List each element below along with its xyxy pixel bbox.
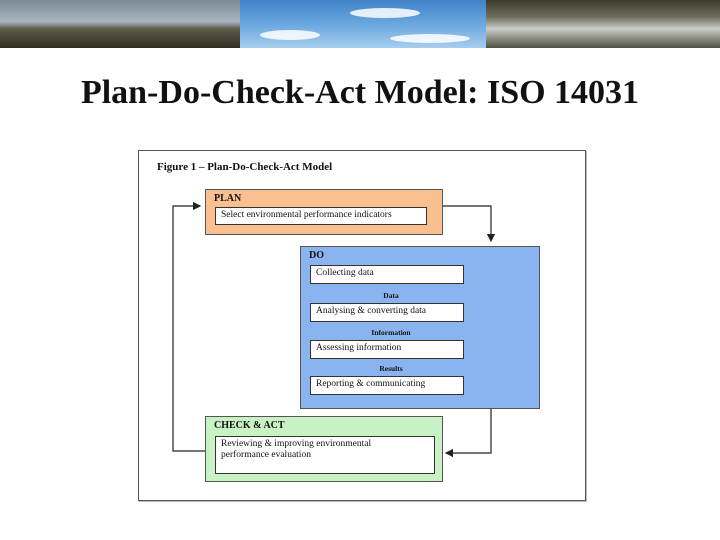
do-label: DO	[309, 250, 324, 261]
landscape-photo	[0, 0, 240, 48]
plan-section: PLAN Select environmental performance in…	[205, 189, 443, 235]
figure-caption: Figure 1 – Plan-Do-Check-Act Model	[157, 161, 333, 173]
do-step-reporting: Reporting & communicating	[310, 376, 464, 395]
flow-label-results: Results	[379, 364, 403, 373]
do-step-analysing: Analysing & converting data	[310, 303, 464, 322]
flow-label-data: Data	[383, 291, 399, 300]
page-title: Plan-Do-Check-Act Model: ISO 14031	[80, 74, 640, 111]
waterfall-photo	[486, 0, 720, 48]
do-step-assessing: Assessing information	[310, 340, 464, 359]
check-act-step-line1: Reviewing & improving environmental	[221, 439, 372, 449]
do-step-collecting: Collecting data	[310, 265, 464, 284]
check-act-label: CHECK & ACT	[214, 420, 285, 431]
pdca-figure: Figure 1 – Plan-Do-Check-Act Model	[138, 150, 586, 501]
check-act-step-line2: performance evaluation	[221, 450, 311, 460]
plan-step: Select environmental performance indicat…	[215, 207, 427, 225]
plan-label: PLAN	[214, 193, 242, 204]
check-act-section: CHECK & ACT Reviewing & improving enviro…	[205, 416, 443, 482]
check-act-step: Reviewing & improving environmental perf…	[215, 436, 435, 474]
do-section: DO Collecting data Data Analysing & conv…	[300, 246, 540, 409]
header-banner	[0, 0, 720, 48]
sky-photo	[240, 0, 486, 48]
flow-label-information: Information	[371, 328, 411, 337]
